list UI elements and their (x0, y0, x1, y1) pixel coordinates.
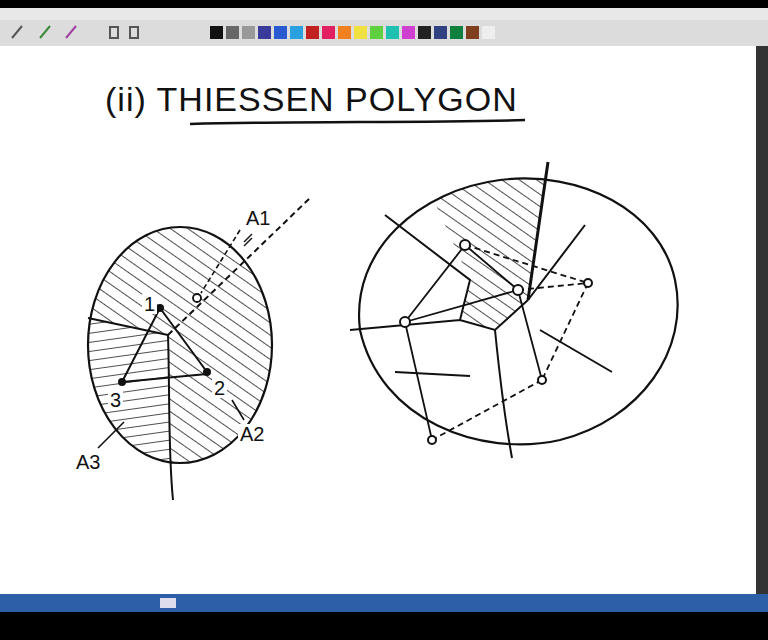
station-number: 1 (142, 294, 157, 314)
title-underline (190, 120, 525, 124)
area-label: A2 (238, 424, 266, 444)
board-title: (ii) THIESSEN POLYGON (105, 82, 518, 116)
station-number: 3 (108, 390, 123, 410)
right-catchment (350, 162, 678, 458)
station-number: 2 (212, 378, 227, 398)
canvas (0, 46, 756, 594)
area-label: A3 (74, 452, 102, 472)
area-label: A1 (244, 208, 272, 228)
left-catchment (60, 180, 320, 520)
color-palette (210, 26, 495, 39)
tool-icons (12, 26, 138, 38)
taskbar (0, 594, 768, 612)
